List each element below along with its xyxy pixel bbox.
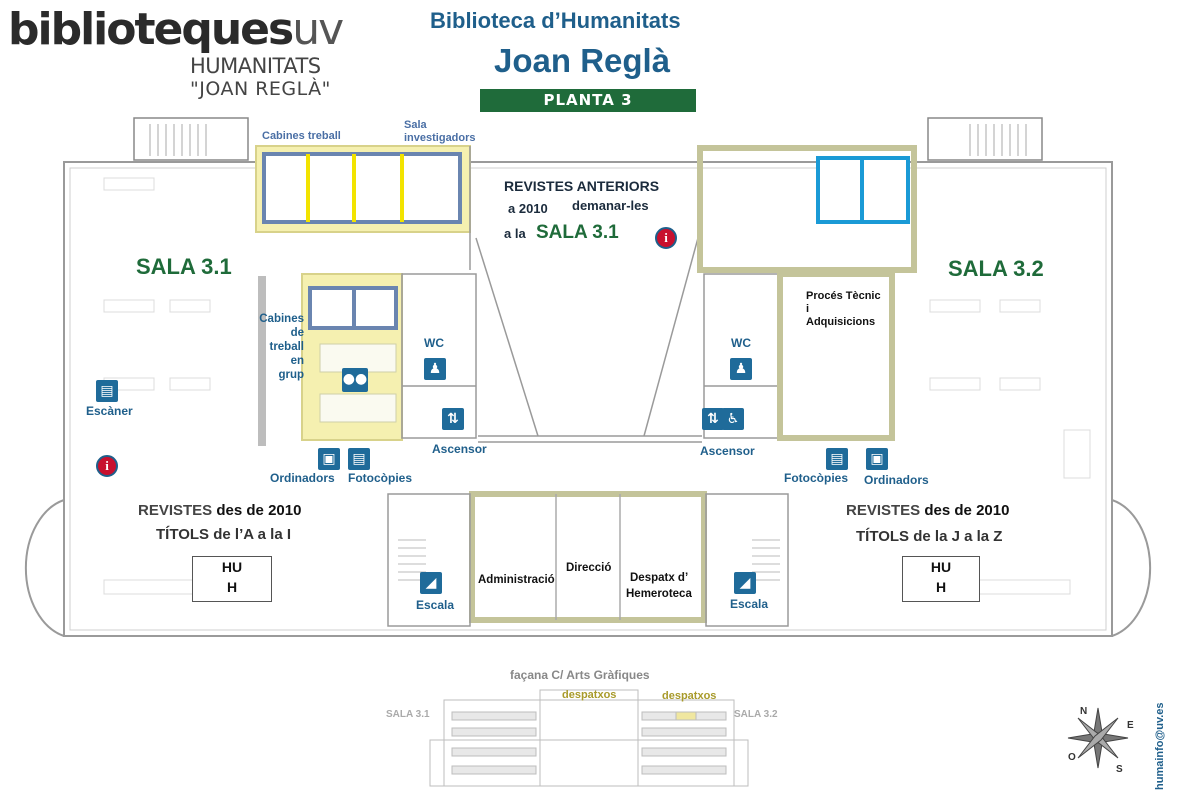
elevator-icon: ⇅ <box>702 408 724 430</box>
library-logo: bibliotequesuv <box>8 4 344 55</box>
compass-e: E <box>1127 720 1134 731</box>
facade-title: façana C/ Arts Gràfiques <box>510 668 650 682</box>
stairs-icon: ◢ <box>420 572 442 594</box>
compass-rose <box>1067 707 1129 769</box>
label-revistes-anteriors-demanar: demanar-les <box>572 198 649 213</box>
library-name: Joan Reglà <box>494 42 671 79</box>
hu-signage-right: HU H <box>902 556 980 602</box>
photocopier-icon: ▤ <box>826 448 848 470</box>
label-despatx: Despatx d’ <box>630 572 689 584</box>
photocopier-icon: ▤ <box>348 448 370 470</box>
library-title: Biblioteca d’Humanitats <box>430 8 681 33</box>
label-wc-right: WC <box>731 336 751 350</box>
cabines-treball-box <box>262 152 462 224</box>
central-corridor <box>469 146 702 443</box>
elevator-icon: ⇅ <box>442 408 464 430</box>
wc-icon: ♟ <box>730 358 752 380</box>
floor-badge: PLANTA 3 <box>480 89 696 112</box>
building-walls <box>24 161 1152 637</box>
label-sala-32: SALA 3.2 <box>948 256 1044 281</box>
label-cabines-grup: Cabines de treball en grup <box>259 313 304 381</box>
label-revistes-anteriors-year: a 2010 <box>508 201 548 216</box>
label-ascensor-right: Ascensor <box>700 444 755 458</box>
facade-sala-left: SALA 3.1 <box>386 709 430 720</box>
label-cabines-treball: Cabines treball <box>262 130 341 142</box>
wc-icon: ♟ <box>424 358 446 380</box>
info-icon: i <box>96 455 118 477</box>
label-revistes-right: REVISTES des de 2010 <box>846 502 1010 519</box>
label-proces-tecnic: Procés Tècnic <box>806 290 881 302</box>
label-fotocopies-left: Fotocòpies <box>348 471 413 485</box>
label-ordinadors-right: Ordinadors <box>864 473 929 487</box>
label-revistes-anteriors-ala: a la <box>504 226 526 241</box>
label-sala-investigadors-1: Sala <box>404 119 427 131</box>
computer-icon: ▣ <box>318 448 340 470</box>
facade-despatxos-right: despatxos <box>662 690 717 702</box>
hu-signage-left: HU H <box>192 556 272 602</box>
accessible-icon: ♿ <box>722 408 744 430</box>
label-sala-31: SALA 3.1 <box>136 254 232 279</box>
computer-icon: ▣ <box>866 448 888 470</box>
admin-section <box>469 491 707 623</box>
contact-email[interactable]: humainfo@uv.es <box>1154 702 1166 790</box>
logo-subtitle-joan-regla: "JOAN REGLÀ" <box>190 78 331 100</box>
top-left-stairs <box>133 117 249 161</box>
scanner-icon: ▤ <box>96 380 118 402</box>
label-titols-left: TÍTOLS de l’A a la I <box>156 526 292 543</box>
facade-drawing <box>429 689 749 787</box>
proces-tecnic-room <box>777 271 895 441</box>
sala-investigadors-room <box>697 145 917 273</box>
label-ascensor-left: Ascensor <box>432 442 487 456</box>
label-sala-investigadors-2: investigadors <box>404 132 476 144</box>
top-right-stairs <box>927 117 1043 161</box>
label-hemeroteca: Hemeroteca <box>626 588 692 600</box>
label-direccio: Direcció <box>566 562 612 574</box>
stairs-icon: ◢ <box>734 572 756 594</box>
bottom-stairs <box>387 493 789 627</box>
label-fotocopies-right: Fotocòpies <box>784 471 849 485</box>
wc-left-walls <box>401 273 477 439</box>
label-administracio: Administració <box>478 574 555 586</box>
label-adquisicions: Adquisicions <box>806 316 876 328</box>
label-revistes-left: REVISTES des de 2010 <box>138 502 302 519</box>
info-icon: i <box>655 227 677 249</box>
facade-despatxos-left: despatxos <box>562 689 617 701</box>
label-ordinadors-left: Ordinadors <box>270 471 335 485</box>
compass-n: N <box>1080 706 1088 717</box>
label-revistes-anteriors-sala: SALA 3.1 <box>536 222 619 243</box>
label-escala-right: Escala <box>730 597 769 611</box>
label-wc-left: WC <box>424 336 444 350</box>
compass-s: S <box>1116 764 1123 775</box>
label-titols-right: TÍTOLS de la J a la Z <box>856 528 1003 545</box>
label-revistes-anteriors: REVISTES ANTERIORS <box>504 178 660 194</box>
label-escaner: Escàner <box>86 404 133 418</box>
label-escala-left: Escala <box>416 598 455 612</box>
group-cabins-icon: ●● <box>342 368 368 392</box>
compass-o: O <box>1068 752 1076 763</box>
label-proces-tecnic-i: i <box>806 303 810 315</box>
facade-sala-right: SALA 3.2 <box>734 709 778 720</box>
logo-subtitle-humanitats: HUMANITATS <box>190 54 321 78</box>
